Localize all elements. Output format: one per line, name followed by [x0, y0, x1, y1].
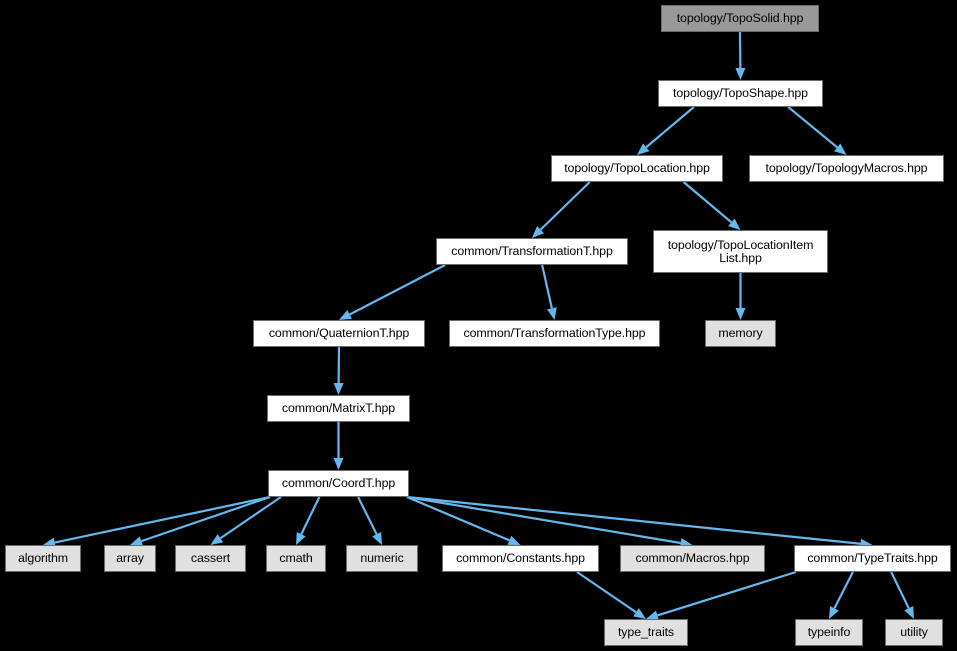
edge-quaterniont-to-matrixt — [333, 346, 344, 395]
edge-transformationt-to-transformationtype — [541, 264, 557, 320]
edge-coordt-to-array — [130, 495, 271, 546]
graph-node-topolocation[interactable]: topology/TopoLocation.hpp — [551, 155, 723, 182]
graph-node-numeric[interactable]: numeric — [346, 545, 418, 572]
graph-node-typeinfo[interactable]: typeinfo — [795, 619, 863, 646]
graph-node-toposhape[interactable]: topology/TopoShape.hpp — [658, 80, 823, 107]
graph-node-transformationtype[interactable]: common/TransformationType.hpp — [449, 320, 660, 347]
graph-node-cmath[interactable]: cmath — [266, 545, 326, 572]
edge-coordt-to-constants — [406, 495, 521, 545]
graph-node-transformationt[interactable]: common/TransformationT.hpp — [436, 238, 628, 265]
edge-toposhape-to-topologymacros — [787, 106, 847, 155]
graph-node-toposolid[interactable]: topology/TopoSolid.hpp — [661, 5, 819, 32]
graph-node-coordt[interactable]: common/CoordT.hpp — [268, 470, 409, 497]
edge-toposolid-to-toposhape — [735, 31, 746, 80]
edge-typetraits-to-typeinfo — [829, 571, 854, 619]
edge-coordt-to-cmath — [296, 496, 321, 545]
graph-node-utility[interactable]: utility — [885, 619, 943, 646]
edge-coordt-to-algorithm — [43, 495, 271, 548]
graph-node-array[interactable]: array — [104, 545, 156, 572]
graph-node-memory[interactable]: memory — [705, 320, 776, 347]
edge-topolocation-to-transformationt — [532, 181, 591, 238]
edge-coordt-to-cassert — [210, 496, 282, 545]
graph-node-macros[interactable]: common/Macros.hpp — [620, 545, 765, 572]
graph-node-cassert[interactable]: cassert — [175, 545, 246, 572]
edge-topolocationitemlist-to-memory — [735, 273, 746, 320]
graph-node-algorithm[interactable]: algorithm — [5, 545, 81, 572]
edge-typetraits-to-type_traits — [646, 570, 797, 621]
graph-node-matrixt[interactable]: common/MatrixT.hpp — [267, 395, 410, 422]
edge-typetraits-to-utility — [890, 571, 914, 619]
edge-constants-to-type_traits — [576, 571, 646, 619]
graph-node-topolocationitemlist[interactable]: topology/TopoLocationItem List.hpp — [653, 230, 828, 273]
graph-node-typetraits[interactable]: common/TypeTraits.hpp — [794, 545, 951, 572]
edge-transformationt-to-quaterniont — [339, 264, 446, 320]
graph-node-type_traits[interactable]: type_traits — [604, 619, 688, 646]
edge-coordt-to-numeric — [357, 496, 382, 545]
edge-topolocation-to-topolocationitemlist — [682, 181, 741, 230]
graph-node-quaterniont[interactable]: common/QuaternionT.hpp — [253, 320, 425, 347]
edge-matrixt-to-coordt — [333, 422, 344, 470]
edge-coordt-to-typetraits — [406, 495, 873, 549]
edge-toposhape-to-topolocation — [637, 106, 695, 155]
graph-node-constants[interactable]: common/Constants.hpp — [442, 545, 599, 572]
graph-node-topologymacros[interactable]: topology/TopologyMacros.hpp — [749, 155, 944, 182]
